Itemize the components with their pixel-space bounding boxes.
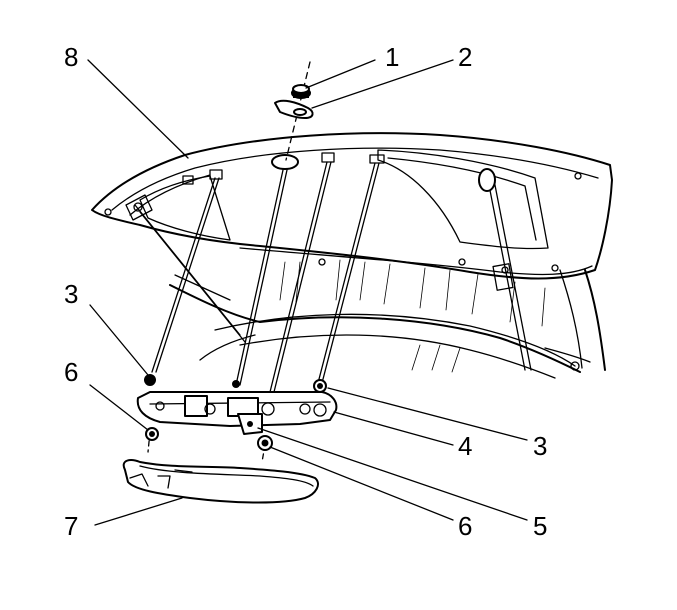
- decklid-inner-panel: [91, 132, 613, 280]
- part-7-handle-cover: [122, 459, 319, 504]
- callout-3-left: 3: [64, 279, 78, 309]
- part-4-handle-bracket: [136, 380, 338, 427]
- part-6-nut-left: [145, 427, 159, 441]
- leader-lines: [87, 59, 528, 526]
- part-5-switch: [237, 413, 263, 435]
- callout-5: 5: [533, 511, 547, 541]
- callout-6-left: 6: [64, 357, 78, 387]
- part-1-nut: [291, 84, 311, 99]
- part-3-clip-right: [313, 379, 327, 393]
- callout-labels: 1 2 8 3 6 7 3 4 5 6: [64, 42, 547, 541]
- callout-1: 1: [385, 42, 399, 72]
- callout-6-right: 6: [458, 511, 472, 541]
- exploded-view-guide-lines: [147, 61, 380, 463]
- part-2-bracket: [274, 99, 314, 119]
- callout-2: 2: [458, 42, 472, 72]
- callout-4: 4: [458, 431, 472, 461]
- vehicle-body: [134, 179, 606, 379]
- part-3-clip-left: [144, 374, 156, 386]
- callout-8: 8: [64, 42, 78, 72]
- callout-3-right: 3: [533, 431, 547, 461]
- part-6-nut-right: [257, 435, 273, 451]
- callout-7: 7: [64, 511, 78, 541]
